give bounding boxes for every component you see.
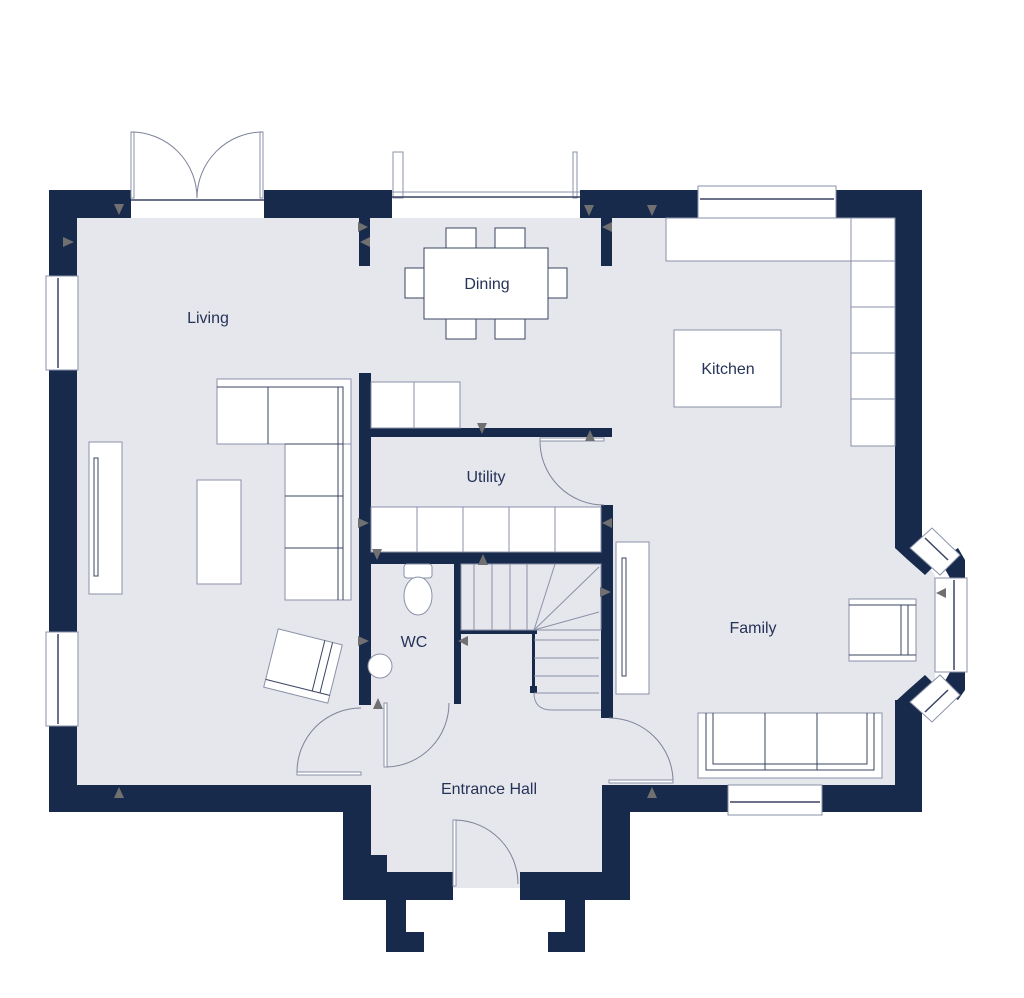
arrow-icon bbox=[114, 204, 124, 215]
staircase bbox=[460, 563, 602, 711]
arrow-icon bbox=[372, 549, 382, 560]
kitchen-units bbox=[665, 217, 896, 447]
kitchen-island bbox=[673, 329, 782, 408]
armchair-family bbox=[848, 598, 917, 662]
direction-arrows bbox=[63, 204, 946, 798]
arrow-icon bbox=[936, 588, 946, 598]
french-doors-living bbox=[130, 131, 264, 201]
coffee-table bbox=[196, 479, 242, 585]
utility-units-bottom bbox=[370, 506, 602, 553]
room-label-living: Living bbox=[187, 310, 229, 327]
window-living-left-bottom bbox=[45, 631, 79, 727]
room-label-wc: WC bbox=[401, 634, 428, 651]
arrow-icon bbox=[602, 222, 612, 232]
room-label-dining: Dining bbox=[464, 276, 509, 293]
media-unit bbox=[615, 541, 650, 695]
arrow-icon bbox=[358, 636, 369, 646]
door-wc bbox=[386, 702, 450, 768]
window-living-left-top bbox=[45, 275, 79, 371]
doors bbox=[130, 131, 674, 887]
arrow-icon bbox=[360, 237, 370, 247]
window-bay-top bbox=[909, 527, 961, 576]
arrow-icon bbox=[647, 205, 657, 216]
room-label-family: Family bbox=[729, 620, 776, 637]
window-kitchen-top bbox=[697, 185, 837, 219]
room-label-utility: Utility bbox=[466, 469, 505, 486]
arrow-icon bbox=[478, 554, 488, 565]
door-utility bbox=[539, 439, 605, 506]
door-living bbox=[296, 707, 362, 773]
arrow-icon bbox=[585, 430, 595, 441]
arrow-icon bbox=[647, 787, 657, 798]
room-label-kitchen: Kitchen bbox=[701, 361, 754, 378]
corner-sofa bbox=[216, 378, 352, 601]
dining-table bbox=[404, 227, 568, 340]
furniture bbox=[88, 217, 917, 779]
door-family bbox=[608, 717, 674, 781]
door-front bbox=[455, 819, 519, 885]
arrow-icon bbox=[358, 518, 369, 528]
outer-walls bbox=[49, 190, 965, 952]
room-labels: Living Dining Kitchen Utility WC Family … bbox=[187, 276, 776, 798]
utility-units-top bbox=[370, 381, 461, 429]
armchair-living bbox=[263, 628, 343, 704]
arrow-icon bbox=[358, 222, 368, 232]
arrow-icon bbox=[373, 698, 383, 709]
arrow-icon bbox=[114, 787, 124, 798]
arrow-icon bbox=[584, 205, 594, 216]
wc-basin bbox=[367, 653, 393, 679]
arrow-icon bbox=[458, 636, 468, 646]
arrow-icon bbox=[477, 423, 487, 434]
window-bay-bottom bbox=[909, 674, 961, 723]
arrow-icon bbox=[602, 518, 612, 528]
sliding-doors-dining bbox=[392, 151, 580, 199]
room-label-entrance-hall: Entrance Hall bbox=[441, 781, 537, 798]
window-family-bottom bbox=[727, 784, 823, 816]
windows bbox=[45, 185, 968, 816]
internal-walls bbox=[359, 218, 613, 718]
toilet bbox=[403, 563, 433, 616]
sofa-family bbox=[697, 712, 883, 779]
arrow-icon bbox=[63, 237, 74, 247]
arrow-icon bbox=[600, 587, 611, 597]
